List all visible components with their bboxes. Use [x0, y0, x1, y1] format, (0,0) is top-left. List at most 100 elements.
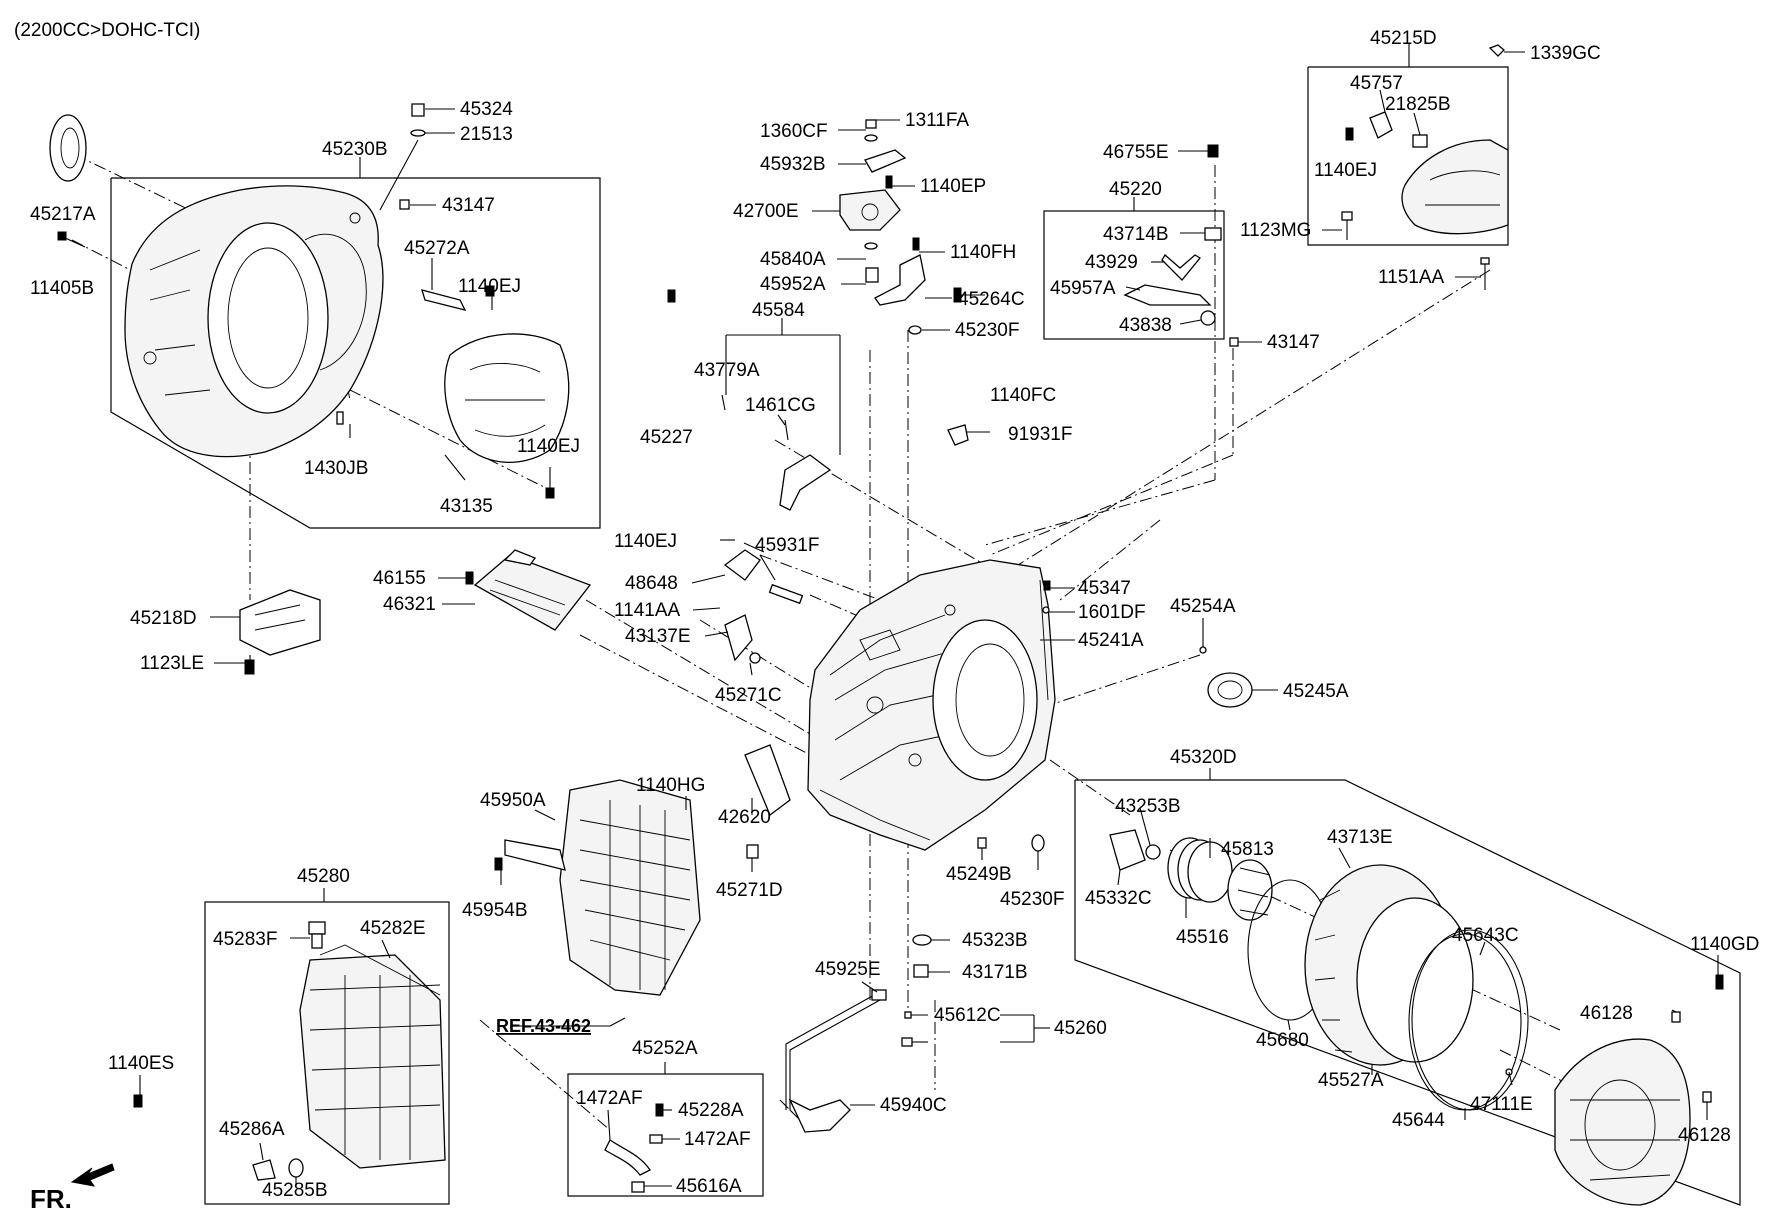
label-45584: 45584 [752, 300, 805, 321]
label-21513: 21513 [460, 124, 513, 145]
label-45527A: 45527A [1318, 1070, 1384, 1091]
label-11405B: 11405B [30, 278, 94, 299]
detent-group-45220 [1123, 144, 1239, 347]
label-46321: 46321 [383, 594, 436, 615]
label-45285B: 45285B [262, 1180, 328, 1201]
hose-45252A [604, 1103, 664, 1193]
label-46755E: 46755E [1103, 142, 1169, 163]
label-45230B: 45230B [322, 139, 388, 160]
label-45757: 45757 [1350, 73, 1403, 94]
label-43171B: 43171B [962, 962, 1028, 983]
label-1140EP: 1140EP [920, 176, 986, 197]
label-45228A: 45228A [678, 1100, 744, 1121]
bolt-45347 [1043, 580, 1051, 591]
plate-43137E [724, 614, 753, 662]
label-45227: 45227 [640, 427, 693, 448]
label-43714B: 43714B [1103, 224, 1169, 245]
box-45280 [204, 901, 450, 1205]
label-43147-a: 43147 [442, 195, 495, 216]
tube-45925E [785, 989, 887, 1133]
piston-45516 [1227, 859, 1273, 921]
label-45957A: 45957A [1050, 278, 1116, 299]
label-45940C: 45940C [880, 1095, 947, 1116]
springs-45813 [1167, 837, 1233, 903]
label-46128-a: 46128 [1580, 1003, 1633, 1024]
label-45260: 45260 [1054, 1018, 1107, 1039]
label-43929: 43929 [1085, 252, 1138, 273]
plug-1601DF [1042, 606, 1050, 614]
label-45280: 45280 [297, 866, 350, 887]
pin-1430JB [336, 411, 344, 425]
label-45264C: 45264C [958, 289, 1025, 310]
plug-45249B [977, 837, 987, 849]
box-45215D [1307, 66, 1509, 246]
plate-43135 [444, 333, 570, 463]
box-45320D [1074, 779, 1741, 1206]
seal-45217A [49, 114, 87, 182]
leader-lines [139, 43, 1719, 1187]
label-45271C: 45271C [715, 685, 782, 706]
valve-body-45950A [494, 779, 701, 996]
label-45813: 45813 [1221, 839, 1274, 860]
label-1140EJ-d: 1140EJ [614, 531, 677, 552]
label-45283F: 45283F [213, 929, 277, 950]
label-45320D: 45320D [1170, 747, 1237, 768]
clutch-group-45320D [1109, 829, 1529, 1111]
label-45931F: 45931F [755, 535, 819, 556]
label-45643C: 45643C [1452, 925, 1519, 946]
bolt-11405B [57, 231, 86, 248]
label-45612C: 45612C [934, 1005, 1001, 1026]
label-1140ES: 1140ES [108, 1053, 174, 1074]
label-45323B: 45323B [962, 930, 1028, 951]
label-45249B: 45249B [946, 864, 1012, 885]
detent-45584 [667, 289, 832, 511]
label-1123LE: 1123LE [140, 653, 204, 674]
label-1430JB: 1430JB [304, 458, 368, 479]
label-1140EJ-a: 1140EJ [458, 276, 521, 297]
case-45241A [807, 559, 1056, 851]
bolt-43147-a [399, 199, 410, 210]
label-1360CF: 1360CF [760, 121, 828, 142]
bolt-1140EJ-b [545, 487, 555, 499]
label-45254A: 45254A [1170, 596, 1236, 617]
washer-45323B [912, 934, 932, 946]
label-45840A: 45840A [760, 249, 826, 270]
label-91931F: 91931F [1008, 424, 1072, 445]
plug-45254A [1199, 646, 1207, 654]
label-46155: 46155 [373, 568, 426, 589]
label-1140GD: 1140GD [1690, 934, 1759, 955]
label-45332C: 45332C [1085, 888, 1152, 909]
label-1140EJ-c: 1140EJ [1314, 160, 1377, 181]
drum-45527A [1304, 864, 1474, 1066]
label-1472AF-a: 1472AF [576, 1088, 643, 1109]
bolt-1140EJ-a [485, 285, 495, 297]
label-1472AF-b: 1472AF [684, 1129, 751, 1150]
label-43137E: 43137E [625, 626, 691, 647]
label-1311FA: 1311FA [905, 110, 969, 131]
bracket-91931F [947, 287, 969, 446]
label-43253B: 43253B [1115, 796, 1181, 817]
label-45271D: 45271D [716, 880, 783, 901]
label-21825B: 21825B [1385, 94, 1451, 115]
label-45217A: 45217A [30, 204, 96, 225]
front-arrow-icon [70, 1163, 115, 1187]
label-45954B: 45954B [462, 900, 528, 921]
label-45215D: 45215D [1370, 28, 1437, 49]
oil-pan-45280 [133, 921, 446, 1181]
tube-45931F [768, 583, 804, 605]
label-45324: 45324 [460, 99, 513, 120]
label-45282E: 45282E [360, 918, 426, 939]
label-1151AA: 1151AA [1378, 267, 1445, 288]
filter-46321 [465, 549, 592, 631]
label-1141AA: 1141AA [614, 600, 681, 621]
front-indicator-label: FR. [30, 1184, 72, 1211]
label-45286A: 45286A [219, 1119, 285, 1140]
seal-45245A [1207, 672, 1253, 708]
label-45230F-b: 45230F [1000, 889, 1064, 910]
label-43713E: 43713E [1327, 827, 1393, 848]
label-43838: 43838 [1119, 315, 1172, 336]
plug-43171B [913, 964, 929, 978]
housing-45230B [124, 185, 384, 458]
label-45347: 45347 [1078, 578, 1131, 599]
label-1140HG: 1140HG [636, 775, 705, 796]
